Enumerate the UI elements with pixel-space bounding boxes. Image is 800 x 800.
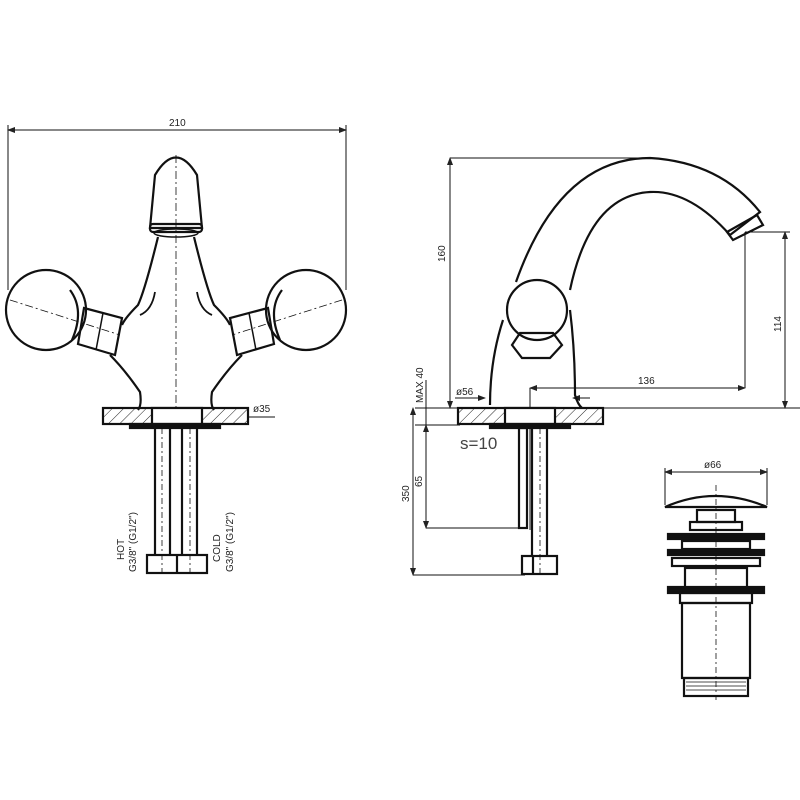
cold-thread-label: G3/8" (G1/2") (225, 512, 236, 572)
outlet-height-label: 114 (773, 316, 784, 332)
max-thickness-label: MAX 40 (415, 367, 426, 403)
side-view (410, 156, 800, 576)
waste-view (664, 468, 768, 700)
height-dimension-label: 160 (437, 245, 448, 262)
hose-length-label: 350 (401, 485, 412, 502)
cold-label: COLD (212, 534, 223, 562)
hot-thread-label: G3/8" (G1/2") (128, 512, 139, 572)
plate-thickness-label: s=10 (460, 434, 498, 453)
front-view (4, 125, 348, 575)
base-diameter-label: ø35 (253, 404, 271, 415)
shank-length-label: 65 (414, 475, 425, 487)
width-dimension-label: 210 (169, 118, 186, 129)
hot-label: HOT (116, 538, 127, 560)
side-base-diameter-label: ø56 (456, 387, 474, 398)
waste-diameter-label: ø66 (704, 460, 722, 471)
reach-dimension-label: 136 (638, 376, 655, 387)
